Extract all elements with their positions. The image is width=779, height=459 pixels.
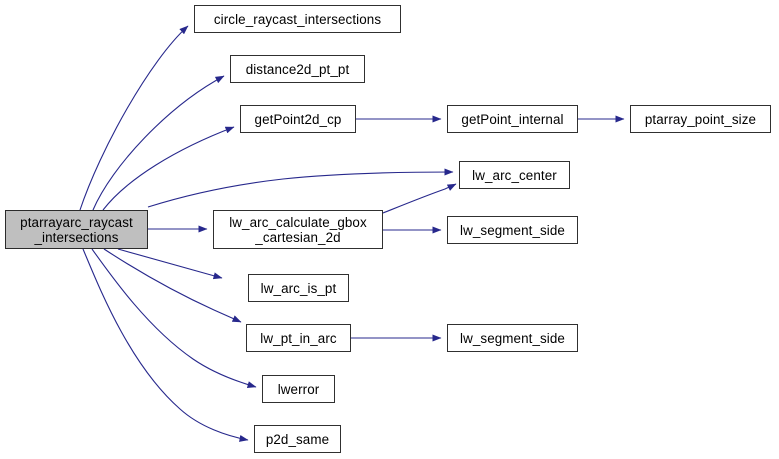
graph-node-label: circle_raycast_intersections bbox=[213, 11, 382, 27]
graph-node-label: lw_segment_side bbox=[460, 222, 565, 238]
graph-edge bbox=[103, 248, 242, 323]
graph-edge bbox=[147, 168, 454, 208]
graph-node-getPoint-internal[interactable]: getPoint_internal bbox=[447, 105, 578, 133]
graph-node-lw-arc-center[interactable]: lw_arc_center bbox=[459, 161, 570, 189]
graph-node-lw-segment-side-top[interactable]: lw_segment_side bbox=[447, 216, 578, 244]
graph-edge bbox=[79, 25, 189, 211]
graph-node-lw-arc-calculate-gbox-cartesian-2d[interactable]: lw_arc_calculate_gbox _cartesian_2d bbox=[213, 210, 383, 249]
graph-node-label: distance2d_pt_pt bbox=[245, 61, 350, 77]
graph-node-label: getPoint_internal bbox=[461, 111, 564, 127]
graph-node-label: ptarray_point_size bbox=[644, 111, 757, 127]
graph-node-lw-pt-in-arc[interactable]: lw_pt_in_arc bbox=[246, 324, 351, 352]
graph-node-p2d-same[interactable]: p2d_same bbox=[254, 425, 341, 453]
graph-node-getPoint2d-cp[interactable]: getPoint2d_cp bbox=[240, 105, 356, 133]
graph-node-label: lw_arc_calculate_gbox _cartesian_2d bbox=[229, 214, 367, 245]
graph-edge bbox=[117, 248, 223, 280]
graph-edges bbox=[79, 25, 625, 442]
graph-node-distance2d-pt-pt[interactable]: distance2d_pt_pt bbox=[230, 55, 365, 83]
graph-node-label: lw_segment_side bbox=[460, 330, 565, 346]
graph-node-label: p2d_same bbox=[265, 431, 330, 447]
graph-node-lw-segment-side-bottom[interactable]: lw_segment_side bbox=[447, 324, 578, 352]
graph-node-label: ptarrayarc_raycast _intersections bbox=[20, 214, 133, 245]
graph-node-label: getPoint2d_cp bbox=[254, 111, 342, 127]
graph-node-lw-arc-is-pt[interactable]: lw_arc_is_pt bbox=[248, 274, 349, 302]
graph-edge bbox=[91, 248, 257, 389]
graph-edge bbox=[82, 248, 249, 442]
graph-node-lwerror[interactable]: lwerror bbox=[262, 375, 335, 403]
graph-node-label: lw_arc_is_pt bbox=[260, 280, 337, 296]
graph-node-root[interactable]: ptarrayarc_raycast _intersections bbox=[5, 210, 148, 249]
graph-edge bbox=[92, 75, 225, 211]
graph-node-label: lwerror bbox=[277, 381, 320, 397]
graph-node-label: lw_arc_center bbox=[472, 167, 557, 183]
graph-edge bbox=[382, 183, 457, 214]
graph-node-label: lw_pt_in_arc bbox=[260, 330, 337, 346]
graph-node-ptarray-point-size[interactable]: ptarray_point_size bbox=[630, 105, 771, 133]
graph-edge bbox=[102, 126, 235, 211]
graph-node-circle-raycast-intersections[interactable]: circle_raycast_intersections bbox=[194, 5, 401, 33]
